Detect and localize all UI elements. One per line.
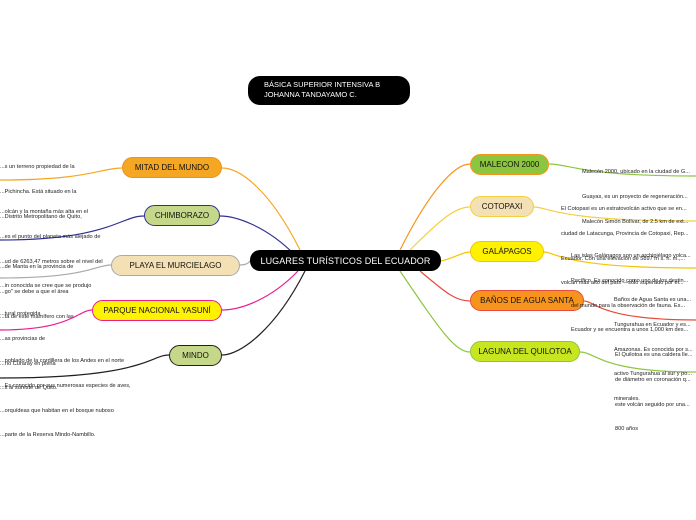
topic-mindo[interactable]: MINDO — [169, 345, 222, 366]
description-line: Las islas Galápagos son un archipiélago … — [571, 253, 691, 260]
connector-banos-leaf — [583, 300, 696, 321]
description-line: ...poblado de la cordillera de los Andes… — [0, 358, 125, 365]
connector-banos — [419, 270, 471, 302]
header-box: BÁSICA SUPERIOR INTENSIVA B JOHANNA TAND… — [248, 76, 410, 105]
description-line: ...s un terreno propiedad de la — [0, 164, 75, 171]
header-line-2: JOHANNA TANDAYAMO C. — [264, 90, 357, 99]
topic-cotopaxi[interactable]: COTOPAXI — [470, 196, 534, 217]
header-line-1: BÁSICA SUPERIOR INTENSIVA B — [264, 80, 381, 89]
topic-galapagos[interactable]: GALÁPAGOS — [470, 241, 544, 262]
description-line: ...de Manta en la provincia de — [0, 264, 74, 271]
description-line: Ecuador. Con una elevación de 5897 m s. … — [561, 255, 686, 262]
connector-galapagos-leaf — [543, 251, 696, 269]
description-line: ...Pichincha. Está situado en la — [0, 189, 77, 196]
connector-playa — [239, 260, 251, 266]
description-banos-de-agua-santa: Baños de Agua Santa es una... Tungurahua… — [614, 280, 696, 411]
connector-mitad-del-mundo — [221, 167, 301, 251]
connector-quilotoa-leaf — [579, 351, 696, 373]
description-cotopaxi: El Cotopaxi es un estratovolcán activo q… — [561, 189, 696, 296]
description-line: Baños de Agua Santa es una... — [614, 297, 692, 304]
topic-malecon-2000[interactable]: MALECON 2000 — [470, 154, 549, 175]
description-line: de diámetro en coronación q... — [615, 377, 691, 384]
connector-mitad-del-mundo-leaf — [0, 167, 123, 181]
connector-cotopaxi — [409, 206, 471, 251]
connector-cotopaxi-leaf — [533, 206, 696, 222]
description-line: ...in conocida se cree que se produjo — [0, 283, 92, 290]
description-line: Amazonas. Es conocida por s... — [614, 346, 693, 353]
description-line: Tungurahua en Ecuador y es... — [614, 322, 691, 329]
description-line: ...Distrito Metropolitano de Quito, — [0, 213, 82, 220]
description-playa-el-murcielago: ...de Manta en la provincia de ...go" se… — [0, 247, 84, 329]
connector-chimborazo — [219, 215, 296, 256]
description-line: activo Tungurahua al sur y po... — [614, 371, 693, 378]
connector-galapagos — [440, 251, 471, 262]
description-chimborazo: ...olcán y la montaña más alta en el ...… — [0, 192, 118, 299]
description-line: volcán más alto del país —sólo superado … — [561, 280, 684, 287]
central-topic[interactable]: LUGARES TURÍSTICOS DEL ECUADOR — [250, 250, 441, 271]
description-mitad-del-mundo: ...s un terreno propiedad de la ...Pichi… — [0, 147, 118, 229]
description-line: minerales. — [614, 395, 640, 402]
description-line: Malecón 2000, ubicado en la ciudad de G.… — [582, 169, 690, 176]
description-laguna-del-quilotoa: El Quilotoa es una caldera lle... de diá… — [615, 335, 696, 442]
description-line: del mundo para la observación de fauna. … — [571, 302, 686, 309]
description-line: El Cotopaxi es un estratovolcán activo q… — [561, 206, 687, 213]
connector-malecon — [399, 163, 471, 251]
connector-chimborazo-leaf — [0, 215, 145, 241]
description-line: El Quilotoa es una caldera lle... — [615, 352, 693, 359]
description-line: ...as provincias de — [0, 336, 46, 343]
description-line: ...tural protegida — [0, 311, 41, 318]
connector-quilotoa — [399, 270, 471, 353]
description-line: ciudad de Latacunga, Provincia de Cotopa… — [561, 231, 689, 238]
description-line: Ecuador y se encuentra a unos 1,000 km d… — [571, 327, 689, 334]
topic-playa-el-murcielago[interactable]: PLAYA EL MURCIELAGO — [111, 255, 240, 276]
connector-playa-leaf — [0, 264, 112, 279]
connector-malecon-leaf — [548, 163, 696, 177]
topic-parque-nacional-yasuni[interactable]: PARQUE NACIONAL YASUNÍ — [92, 300, 222, 321]
description-line: Malecón Simón Bolívar, de 2.5 km de ext.… — [582, 218, 689, 225]
description-line: este volcán seguido por una... — [615, 401, 690, 408]
description-line: ...río Curaray en plena — [0, 360, 56, 367]
connector-mindo — [221, 270, 306, 356]
description-galapagos: Las islas Galápagos son un archipiélago … — [571, 236, 696, 343]
description-line: Guayas, es un proyecto de regeneración..… — [582, 194, 688, 201]
description-line: ...s al sureste de Quito. — [0, 385, 58, 392]
connector-mindo-leaf — [0, 354, 170, 379]
description-line: Pacífico. Es conocido como uno de los de… — [571, 278, 689, 285]
description-line: ...olcán y la montaña más alta en el — [0, 209, 88, 216]
connector-yasuni-leaf — [0, 309, 93, 331]
topic-chimborazo[interactable]: CHIMBORAZO — [144, 205, 220, 226]
description-mindo: ...poblado de la cordillera de los Andes… — [0, 341, 150, 448]
description-line: ...es el punto del planeta más alejado d… — [0, 234, 101, 241]
description-line: ...ud de 6263,47 metros sobre el nivel d… — [0, 258, 103, 265]
description-line: ...go" se debe a que el área — [0, 289, 69, 296]
description-line: 800 años — [615, 426, 639, 433]
description-line: ...Es conocido por sus numerosas especie… — [0, 383, 131, 390]
description-parque-nacional-yasuni: ...tural protegida ...as provincias de .… — [0, 294, 72, 401]
connector-yasuni — [221, 270, 299, 311]
description-line: ...orquídeas que habitan en el bosque nu… — [0, 407, 114, 414]
description-line: ...parte de la Reserva Mindo-Nambillo. — [0, 432, 96, 439]
description-line: ...ta de este mamífero con las — [0, 313, 74, 320]
description-malecon-2000: Malecón 2000, ubicado en la ciudad de G.… — [582, 152, 696, 234]
topic-mitad-del-mundo[interactable]: MITAD DEL MUNDO — [122, 157, 222, 178]
topic-laguna-del-quilotoa[interactable]: LAGUNA DEL QUILOTOA — [470, 341, 580, 362]
topic-banos-de-agua-santa[interactable]: BAÑOS DE AGUA SANTA — [470, 290, 584, 311]
